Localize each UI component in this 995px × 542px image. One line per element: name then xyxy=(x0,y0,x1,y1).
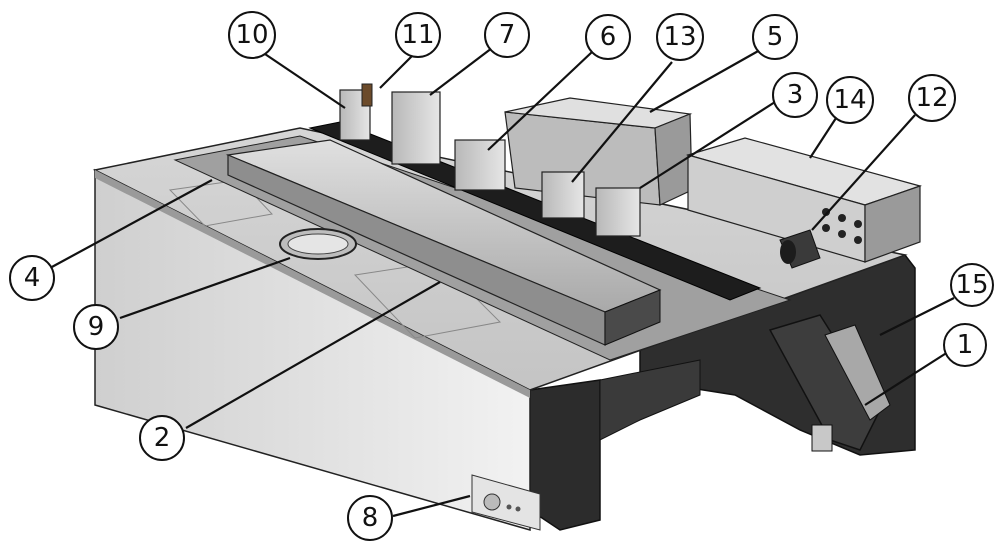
callout-label: 2 xyxy=(154,423,171,453)
callout-label: 5 xyxy=(767,22,784,52)
cabinet-connectors xyxy=(822,208,862,244)
motor-hub xyxy=(780,240,796,264)
control-knob xyxy=(483,493,501,511)
callout-1: 1 xyxy=(943,323,987,367)
access-panel xyxy=(168,179,273,227)
table-top-edge xyxy=(95,170,530,398)
callout-3: 3 xyxy=(772,72,818,118)
hopper-chute xyxy=(768,314,881,451)
callout-label: 8 xyxy=(362,503,379,533)
module-box-7 xyxy=(391,91,441,165)
callout-label: 11 xyxy=(401,20,434,50)
callout-label: 12 xyxy=(915,83,948,113)
center-leg xyxy=(599,359,701,441)
callout-label: 1 xyxy=(957,330,974,360)
callout-6: 6 xyxy=(585,14,631,60)
callout-14: 14 xyxy=(826,76,874,124)
module-box-13 xyxy=(541,171,585,219)
callout-label: 15 xyxy=(955,270,988,300)
leader-lines xyxy=(49,47,955,518)
outlet-pipe xyxy=(811,424,833,452)
callout-2: 2 xyxy=(139,415,185,461)
callout-10: 10 xyxy=(228,11,276,59)
callout-12: 12 xyxy=(908,74,956,122)
callout-label: 9 xyxy=(88,312,105,342)
control-cabinet-side xyxy=(864,185,921,263)
callout-label: 13 xyxy=(663,22,696,52)
callout-7: 7 xyxy=(484,12,530,58)
module-box-6 xyxy=(454,139,506,191)
callout-label: 10 xyxy=(235,20,268,50)
roller-bar-end xyxy=(604,289,661,346)
callout-9: 9 xyxy=(73,304,119,350)
callout-8: 8 xyxy=(347,495,393,541)
callout-label: 7 xyxy=(499,20,516,50)
indicator-light xyxy=(515,506,521,512)
indicator-light xyxy=(506,504,512,510)
module-box-10 xyxy=(339,83,373,141)
callout-label: 3 xyxy=(787,80,804,110)
callout-label: 14 xyxy=(833,85,866,115)
callout-15: 15 xyxy=(950,263,994,307)
callout-5: 5 xyxy=(752,14,798,60)
control-plate xyxy=(471,474,541,531)
callout-11: 11 xyxy=(395,12,441,58)
module-box-3 xyxy=(595,187,641,237)
callout-label: 4 xyxy=(24,263,41,293)
hopper-chute-panel xyxy=(824,324,891,421)
track-rail xyxy=(308,121,762,301)
callout-13: 13 xyxy=(656,13,704,61)
ring-collar-inner xyxy=(287,233,349,255)
callout-4: 4 xyxy=(9,255,55,301)
callout-label: 6 xyxy=(600,22,617,52)
